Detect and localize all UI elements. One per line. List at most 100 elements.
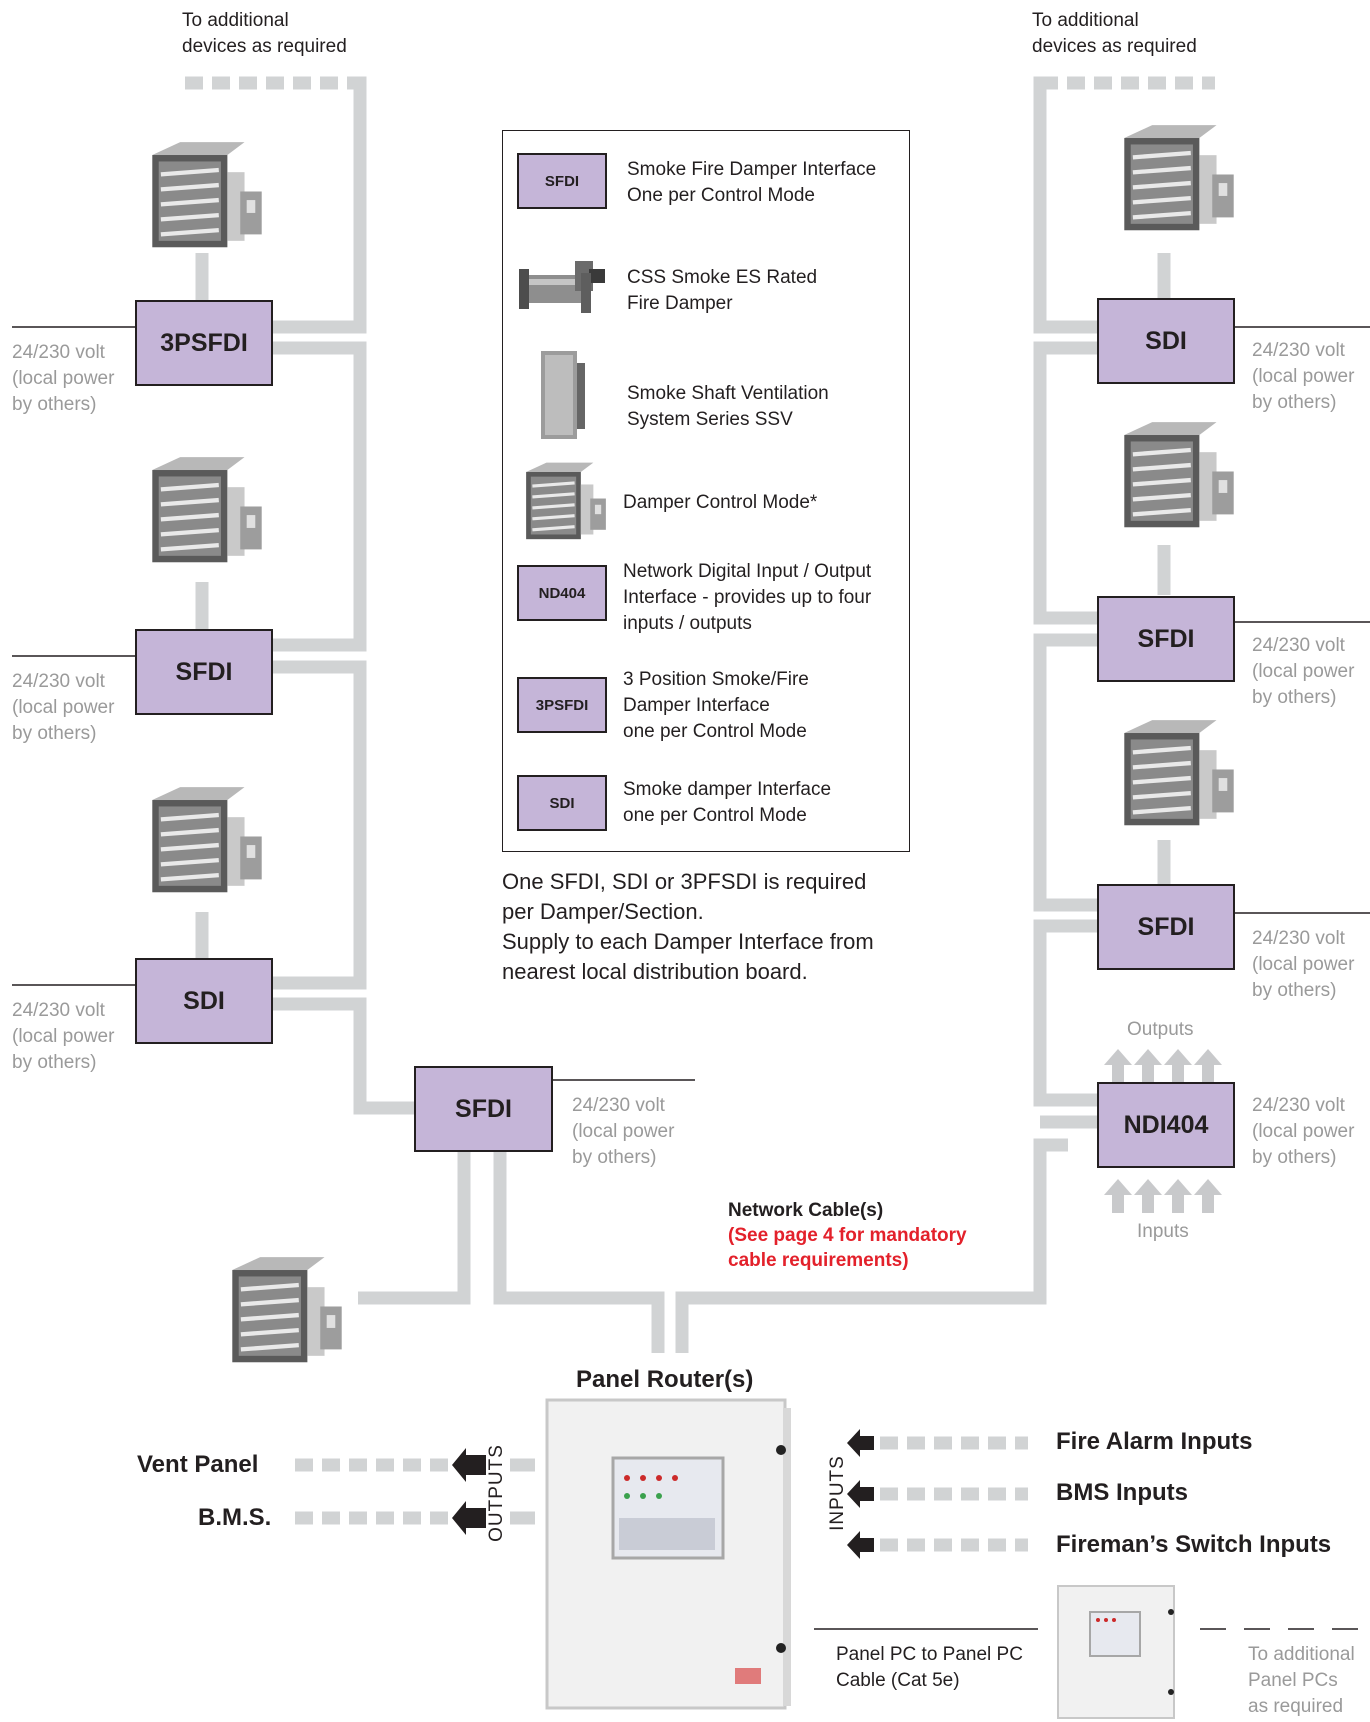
top-right-note: To additional devices as required (1032, 8, 1197, 60)
output-bms: B.M.S. (198, 1504, 272, 1531)
legend-line: Damper Control Mode* (623, 492, 818, 513)
legend-line: Smoke Shaft Ventilation (627, 383, 829, 404)
legend-box: SFDI Smoke Fire Damper Interface One per… (502, 130, 910, 852)
power-line: by others) (572, 1147, 657, 1168)
power-line: (local power (1252, 661, 1355, 682)
legend-line: Smoke Fire Damper Interface (627, 159, 877, 180)
legend-text: Smoke Shaft Ventilation System Series SS… (627, 381, 829, 433)
power-line: (local power (12, 1026, 115, 1047)
input-firemans-switch: Fireman’s Switch Inputs (1056, 1531, 1332, 1558)
note-line: devices as required (182, 36, 347, 57)
pc-cable-line: Panel PC to Panel PC (836, 1644, 1023, 1665)
power-line: by others) (1252, 1147, 1337, 1168)
power-line: (local power (12, 697, 115, 718)
legend-text: CSS Smoke ES Rated Fire Damper (627, 265, 817, 317)
note-line: per Damper/Section. (502, 899, 704, 924)
module-ndi404: NDI404 (1097, 1082, 1235, 1168)
module-sfdi: SFDI (135, 629, 273, 715)
network-cable-warning: (See page 4 for mandatory (728, 1225, 967, 1246)
note-line: Supply to each Damper Interface from (502, 929, 874, 954)
power-note: 24/230 volt (local power by others) (1252, 633, 1354, 711)
power-line: (local power (12, 368, 115, 389)
power-line: by others) (1252, 980, 1337, 1001)
inputs-label: Inputs (1137, 1221, 1189, 1242)
module-sdi: SDI (135, 958, 273, 1044)
note-line: devices as required (1032, 36, 1197, 57)
damper-control-icon (523, 461, 609, 547)
pc-cable-note: Panel PC to Panel PC Cable (Cat 5e) (836, 1642, 1023, 1694)
damper-control-icon (1120, 123, 1238, 241)
note-line: Panel PCs (1248, 1670, 1338, 1691)
network-cable-note: Network Cable(s) (See page 4 for mandato… (728, 1198, 967, 1273)
legend-line: One per Control Mode (627, 185, 815, 206)
note-line: One SFDI, SDI or 3PFSDI is required (502, 869, 867, 894)
legend-text: 3 Position Smoke/Fire Damper Interface o… (623, 667, 809, 745)
legend-tag: SDI (517, 775, 607, 831)
power-note: 24/230 volt (local power by others) (1252, 926, 1354, 1004)
power-line: by others) (12, 723, 97, 744)
additional-pcs-note: To additional Panel PCs as required (1248, 1642, 1355, 1720)
note-line: nearest local distribution board. (502, 959, 808, 984)
input-bms: BMS Inputs (1056, 1479, 1188, 1506)
legend-text: Damper Control Mode* (623, 490, 817, 516)
panel-pc-image (1057, 1585, 1175, 1719)
power-line: 24/230 volt (12, 671, 105, 692)
legend-tag: 3PSFDI (517, 677, 607, 733)
legend-line: Network Digital Input / Output (623, 561, 872, 582)
power-note: 24/230 volt (local power by others) (12, 669, 114, 747)
legend-tag: ND404 (517, 565, 607, 621)
power-note: 24/230 volt (local power by others) (1252, 1093, 1354, 1171)
panel-router-title: Panel Router(s) (576, 1366, 754, 1393)
panel-router-image (545, 1398, 791, 1710)
legend-line: inputs / outputs (623, 613, 752, 634)
note-line: as required (1248, 1696, 1344, 1717)
power-line: by others) (12, 1052, 97, 1073)
power-line: by others) (1252, 392, 1337, 413)
network-cable-title: Network Cable(s) (728, 1200, 884, 1221)
power-line: 24/230 volt (12, 1000, 105, 1021)
legend-text: Network Digital Input / Output Interface… (623, 559, 871, 637)
damper-control-icon (228, 1255, 346, 1373)
power-line: (local power (1252, 366, 1355, 387)
damper-control-icon (1120, 718, 1238, 836)
legend-line: Smoke damper Interface (623, 779, 832, 800)
power-line: 24/230 volt (1252, 635, 1345, 656)
power-line: 24/230 volt (1252, 340, 1345, 361)
smoke-shaft-vent-icon (541, 351, 585, 439)
power-line: by others) (1252, 687, 1337, 708)
legend-line: one per Control Mode (623, 805, 807, 826)
power-line: 24/230 volt (12, 342, 105, 363)
output-vent-panel: Vent Panel (137, 1451, 259, 1478)
note-line: To additional (1032, 10, 1139, 31)
top-left-note: To additional devices as required (182, 8, 347, 60)
legend-line: CSS Smoke ES Rated (627, 267, 818, 288)
module-sfdi-center: SFDI (414, 1066, 553, 1152)
power-line: (local power (572, 1121, 675, 1142)
power-note: 24/230 volt (local power by others) (12, 340, 114, 418)
legend-tag: SFDI (517, 153, 607, 209)
power-note: 24/230 volt (local power by others) (1252, 338, 1354, 416)
legend-line: Fire Damper (627, 293, 733, 314)
fire-damper-icon (519, 261, 605, 313)
requirement-note: One SFDI, SDI or 3PFSDI is required per … (502, 867, 874, 987)
damper-control-icon (148, 140, 266, 258)
legend-line: one per Control Mode (623, 721, 807, 742)
power-line: 24/230 volt (1252, 928, 1345, 949)
note-line: To additional (1248, 1644, 1355, 1665)
power-note: 24/230 volt (local power by others) (572, 1093, 674, 1171)
legend-text: Smoke damper Interface one per Control M… (623, 777, 831, 829)
note-line: To additional (182, 10, 289, 31)
power-line: (local power (1252, 1121, 1355, 1142)
module-sfdi: SFDI (1097, 884, 1235, 970)
damper-control-icon (1120, 420, 1238, 538)
module-sfdi: SFDI (1097, 596, 1235, 682)
power-line: 24/230 volt (572, 1095, 665, 1116)
legend-line: Damper Interface (623, 695, 770, 716)
power-line: by others) (12, 394, 97, 415)
panel-inputs-label: INPUTS (826, 1455, 848, 1531)
module-3psfdi: 3PSFDI (135, 300, 273, 386)
network-cable-warning: cable requirements) (728, 1250, 909, 1271)
pc-cable-line: Cable (Cat 5e) (836, 1670, 960, 1691)
outputs-label: Outputs (1127, 1019, 1194, 1040)
